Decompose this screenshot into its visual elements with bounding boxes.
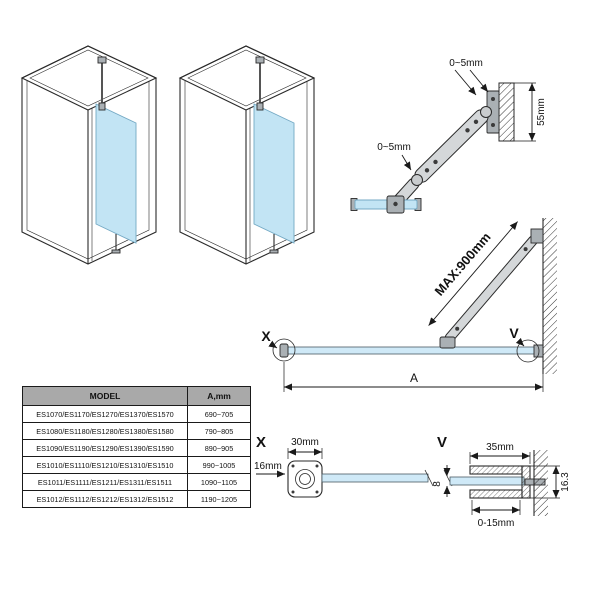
section-v-marker: V bbox=[509, 325, 519, 341]
table-row: ES1012/ES1112/ES1212/ES1312/ES1512 1190~… bbox=[22, 490, 251, 508]
bracket-detail: 55mm 0~5mm 0~5mm bbox=[350, 58, 547, 214]
dim-max-label: MAX:900mm bbox=[431, 230, 493, 299]
section-x-title: X bbox=[256, 434, 266, 451]
glass-panel-edge bbox=[286, 346, 544, 355]
rod-clamp bbox=[98, 102, 106, 111]
gap-mid-label: 0~5mm bbox=[377, 142, 411, 153]
section-x-detail: X 30mm 16mm bbox=[254, 434, 434, 498]
a-cell: 1090~1105 bbox=[187, 473, 251, 491]
plan-view: MAX:900mm X V A bbox=[261, 218, 557, 392]
glass-panel bbox=[95, 103, 137, 244]
wall-hatch bbox=[543, 218, 557, 374]
model-cell: ES1011/ES1111/ES1211/ES1311/ES1511 bbox=[22, 473, 188, 491]
table-row: ES1080/ES1180/ES1280/ES1380/ES1580 790~8… bbox=[22, 422, 251, 440]
dim-35mm-label: 35mm bbox=[486, 442, 514, 453]
dim-a-label: A bbox=[410, 371, 418, 385]
dim-30mm-label: 30mm bbox=[291, 437, 319, 448]
upper-pivot bbox=[480, 106, 492, 118]
a-cell: 790~805 bbox=[187, 422, 251, 440]
rod-clamp bbox=[256, 102, 264, 111]
wall-hatch bbox=[534, 450, 548, 516]
gap-top-label: 0~5mm bbox=[449, 58, 483, 69]
dim-55mm-label: 55mm bbox=[536, 98, 547, 126]
model-cell: ES1090/ES1190/ES1290/ES1390/ES1590 bbox=[22, 439, 188, 457]
profile-top-flange bbox=[469, 465, 523, 475]
support-bar-upper bbox=[414, 109, 489, 183]
a-cell: 890~905 bbox=[187, 439, 251, 457]
wall-hatch bbox=[498, 82, 515, 142]
detail-circle-v bbox=[516, 339, 540, 363]
a-column-header: A,mm bbox=[187, 386, 251, 406]
model-cell: ES1080/ES1180/ES1280/ES1380/ES1580 bbox=[22, 422, 188, 440]
dim-16mm-label: 16mm bbox=[254, 461, 282, 472]
table-row: ES1011/ES1111/ES1211/ES1311/ES1511 1090~… bbox=[22, 473, 251, 491]
elbow-pivot bbox=[411, 174, 423, 186]
profile-bottom-flange bbox=[469, 489, 523, 499]
section-x-marker: X bbox=[261, 328, 271, 344]
model-cell: ES1012/ES1112/ES1212/ES1312/ES1512 bbox=[22, 490, 188, 508]
table-row: ES1090/ES1190/ES1290/ES1390/ES1590 890~9… bbox=[22, 439, 251, 457]
dim-16-3-label: 16.3 bbox=[560, 472, 571, 492]
model-column-header: MODEL bbox=[22, 386, 188, 406]
detail-circle-x bbox=[272, 338, 296, 362]
break-mark bbox=[424, 469, 434, 487]
dim-max-line bbox=[428, 221, 518, 326]
model-cell: ES1070/ES1170/ES1270/ES1370/ES1570 bbox=[22, 405, 188, 423]
floor-foot-base bbox=[269, 249, 279, 254]
ceiling-mount bbox=[255, 56, 265, 64]
end-profile-x bbox=[279, 343, 289, 358]
isometric-view-left bbox=[20, 45, 158, 265]
a-cell: 1190~1205 bbox=[187, 490, 251, 508]
table-header-row: MODEL A,mm bbox=[22, 386, 251, 406]
section-v-detail: V 8 35mm 16.3 0-15mm bbox=[432, 434, 571, 529]
model-cell: ES1010/ES1110/ES1210/ES1310/ES1510 bbox=[22, 456, 188, 474]
model-table: MODEL A,mm ES1070/ES1170/ES1270/ES1370/E… bbox=[22, 386, 251, 508]
isometric-view-right bbox=[178, 45, 316, 265]
bar-wall-mount bbox=[530, 228, 544, 244]
glass-section bbox=[449, 476, 525, 486]
table-row: ES1070/ES1170/ES1270/ES1370/ES1570 690~7… bbox=[22, 405, 251, 423]
floor-foot-base bbox=[111, 249, 121, 254]
glass-panel bbox=[253, 103, 295, 244]
dim-gap-label: 0-15mm bbox=[478, 518, 515, 529]
ceiling-mount bbox=[97, 56, 107, 64]
bar-glass-clamp bbox=[439, 336, 456, 349]
glass-section bbox=[321, 473, 429, 483]
glass-edge-bar bbox=[354, 199, 418, 210]
a-cell: 990~1005 bbox=[187, 456, 251, 474]
a-cell: 690~705 bbox=[187, 405, 251, 423]
section-v-title: V bbox=[437, 434, 447, 451]
dim-8mm-label: 8 bbox=[432, 481, 443, 487]
table-row: ES1010/ES1110/ES1210/ES1310/ES1510 990~1… bbox=[22, 456, 251, 474]
end-profile-v bbox=[533, 344, 544, 358]
